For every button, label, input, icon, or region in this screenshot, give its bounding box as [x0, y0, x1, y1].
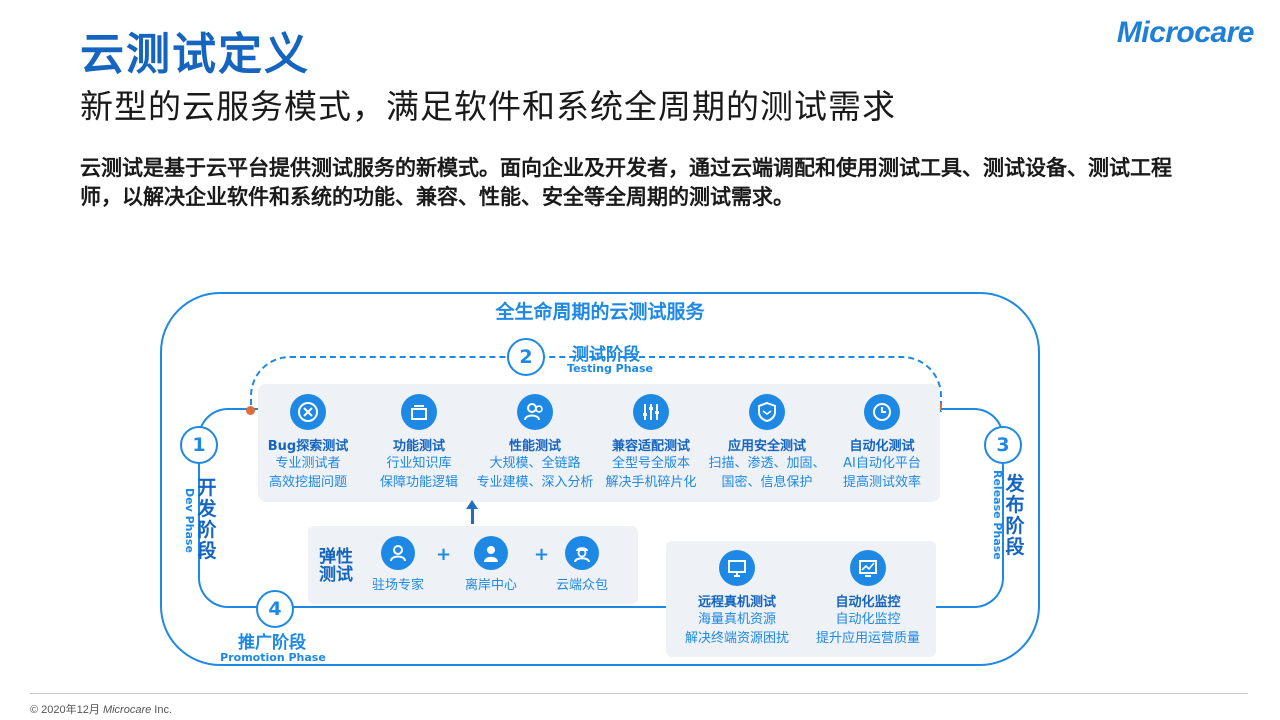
- release-phase-title: 发布阶段: [1005, 473, 1025, 558]
- brand-logo: Microcare: [1116, 16, 1255, 49]
- phase-2-number: 2: [507, 338, 545, 376]
- test-desc-2: 提高测试效率: [842, 475, 921, 490]
- footer-divider: [30, 693, 1248, 694]
- test-desc-2: 专业建模、深入分析: [476, 475, 594, 490]
- test-desc-2: 解决手机碎片化: [605, 475, 697, 490]
- phase-3-number: 3: [984, 426, 1022, 464]
- test-desc-1: 行业知识库: [386, 456, 452, 471]
- inner-loop-bottom-right: [936, 606, 946, 608]
- page-subtitle: 新型的云服务模式，满足软件和系统全周期的测试需求: [80, 87, 896, 126]
- sliders-icon: [633, 394, 669, 430]
- test-item-compat: 兼容适配测试 全型号全版本 解决手机碎片化: [591, 394, 711, 492]
- release-phase-en: Release Phase: [991, 470, 1004, 560]
- test-name: 自动化测试: [849, 439, 915, 454]
- intro-paragraph: 云测试是基于云平台提供测试服务的新模式。面向企业及开发者，通过云端调配和使用测试…: [80, 156, 1172, 209]
- test-desc-1: 全型号全版本: [611, 456, 690, 471]
- release-desc-1: 海量真机资源: [697, 612, 776, 627]
- shield-icon: [749, 394, 785, 430]
- testing-panel: [258, 384, 940, 502]
- release-panel: [666, 541, 936, 657]
- test-item-automation: 自动化测试 AI自动化平台 提高测试效率: [822, 394, 942, 492]
- dev-phase-title: 开发阶段: [197, 477, 217, 562]
- resource-name: 离岸中心: [464, 578, 517, 593]
- release-item-remote: 远程真机测试 海量真机资源 解决终端资源困扰: [672, 550, 802, 648]
- inner-loop-bottom: [260, 606, 670, 608]
- test-name: 性能测试: [508, 439, 561, 454]
- footer-suffix: Inc.: [154, 704, 173, 716]
- resource-crowd: 云端众包: [542, 536, 622, 593]
- resource-onsite: 驻场专家: [358, 536, 438, 593]
- testing-phase-en: Testing Phase: [567, 362, 653, 375]
- elastic-label: 弹性测试: [319, 547, 353, 585]
- release-desc-2: 提升应用运营质量: [815, 631, 920, 646]
- footer-company: Microcare: [102, 704, 152, 716]
- test-item-bug: Bug探索测试 专业测试者 高效挖掘问题: [248, 394, 368, 492]
- chart-icon: [850, 550, 886, 586]
- resource-name: 驻场专家: [371, 578, 424, 593]
- test-desc-2: 高效挖掘问题: [268, 475, 347, 490]
- arc-left-dot: [246, 406, 255, 415]
- release-desc-2: 解决终端资源困扰: [684, 631, 789, 646]
- test-desc-1: 大规模、全链路: [489, 456, 581, 471]
- lifecycle-frame: [160, 292, 1040, 666]
- promotion-phase-en: Promotion Phase: [220, 651, 326, 664]
- test-desc-1: AI自动化平台: [843, 456, 921, 471]
- phase-1-number: 1: [180, 426, 218, 464]
- test-name: 兼容适配测试: [611, 439, 690, 454]
- test-item-security: 应用安全测试 扫描、渗透、加固、 国密、信息保护: [707, 394, 827, 492]
- monitor-icon: [719, 550, 755, 586]
- x-circle-icon: [290, 394, 326, 430]
- test-desc-1: 专业测试者: [275, 456, 341, 471]
- test-item-function: 功能测试 行业知识库 保障功能逻辑: [359, 394, 479, 492]
- release-name: 远程真机测试: [697, 595, 776, 610]
- diagram-title: 全生命周期的云测试服务: [495, 301, 705, 323]
- footer: © 2020年12月 Microcare Inc.: [30, 701, 172, 717]
- resource-name: 云端众包: [555, 578, 608, 593]
- plus-icon: +: [534, 544, 550, 565]
- test-item-performance: 性能测试 大规模、全链路 专业建模、深入分析: [475, 394, 595, 492]
- dev-phase-en: Dev Phase: [183, 488, 196, 553]
- stack-icon: [401, 394, 437, 430]
- footer-date: © 2020年12月: [30, 704, 100, 716]
- worker-icon: [474, 536, 508, 570]
- release-item-monitor: 自动化监控 自动化监控 提升应用运营质量: [803, 550, 933, 648]
- test-desc-1: 扫描、渗透、加固、: [708, 456, 826, 471]
- phase-4-number: 4: [256, 590, 294, 628]
- clock-icon: [864, 394, 900, 430]
- test-desc-2: 保障功能逻辑: [379, 475, 458, 490]
- release-name: 自动化监控: [835, 595, 901, 610]
- test-name: 应用安全测试: [727, 439, 806, 454]
- inner-loop-left: [198, 408, 260, 608]
- page-title: 云测试定义: [80, 29, 310, 80]
- release-desc-1: 自动化监控: [835, 612, 901, 627]
- test-name: Bug探索测试: [267, 439, 349, 454]
- inner-loop-right: [936, 408, 1004, 608]
- testing-phase-title: 测试阶段: [572, 345, 640, 365]
- test-name: 功能测试: [392, 439, 445, 454]
- plus-icon: +: [436, 544, 452, 565]
- users-icon: [517, 394, 553, 430]
- person-icon: [381, 536, 415, 570]
- test-desc-2: 国密、信息保护: [721, 475, 813, 490]
- engineer-icon: [565, 536, 599, 570]
- resource-offshore: 离岸中心: [451, 536, 531, 593]
- arrow-up-shaft: [471, 504, 474, 524]
- promotion-phase-title: 推广阶段: [238, 633, 306, 653]
